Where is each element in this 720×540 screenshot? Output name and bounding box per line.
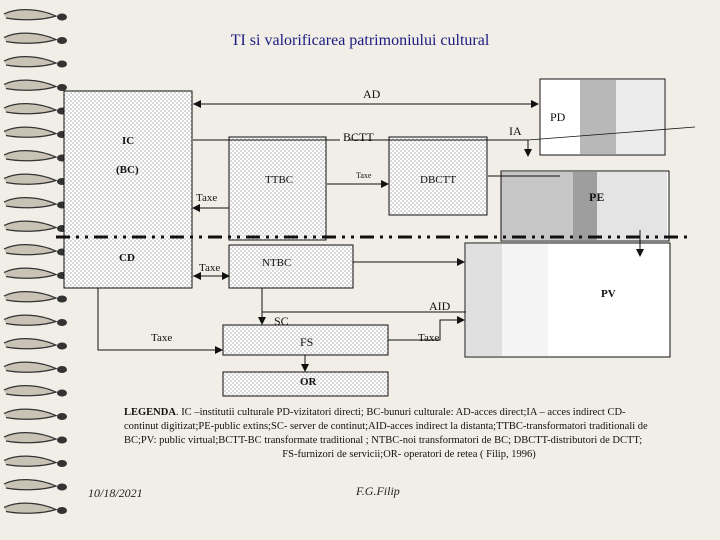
label-pe: PE — [589, 191, 604, 203]
label-sc: SC — [274, 315, 289, 327]
label-taxe-left-top: Taxe — [196, 193, 217, 204]
legend-heading: LEGENDA — [124, 407, 176, 418]
label-dbctt: DBCTT — [420, 175, 456, 186]
label-ntbc: NTBC — [262, 258, 291, 269]
label-bc: (BC) — [116, 165, 139, 176]
label-pv: PV — [601, 289, 616, 300]
label-taxe-bottom-right: Taxe — [418, 333, 439, 344]
label-aid: AID — [429, 300, 450, 312]
label-taxe-small: Taxe — [356, 172, 371, 180]
label-bctt: BCTT — [343, 131, 374, 143]
label-taxe-bottom-left: Taxe — [151, 333, 172, 344]
label-pd: PD — [550, 111, 565, 123]
legend-line-3: BC;PV: public virtual;BCTT-BC transforma… — [124, 434, 694, 448]
legend-line-1: . IC –institutii culturale PD-vizitatori… — [176, 407, 626, 418]
legend-line-2: continut digitizat;PE-public extins;SC- … — [124, 420, 694, 434]
label-ia: IA — [509, 125, 522, 137]
legend: LEGENDA. IC –institutii culturale PD-viz… — [124, 406, 694, 462]
footer-date: 10/18/2021 — [88, 486, 143, 501]
label-taxe-left-mid: Taxe — [199, 263, 220, 274]
label-ttbc: TTBC — [265, 175, 293, 186]
ttbc-box — [229, 137, 326, 240]
label-ad: AD — [363, 88, 380, 100]
label-cd: CD — [119, 253, 135, 264]
label-or: OR — [300, 377, 317, 388]
label-fs: FS — [300, 336, 313, 348]
label-ic: IC — [122, 136, 134, 147]
footer-author: F.G.Filip — [356, 484, 400, 499]
legend-line-4: FS-furnizori de servicii;OR- operatori d… — [124, 448, 694, 462]
